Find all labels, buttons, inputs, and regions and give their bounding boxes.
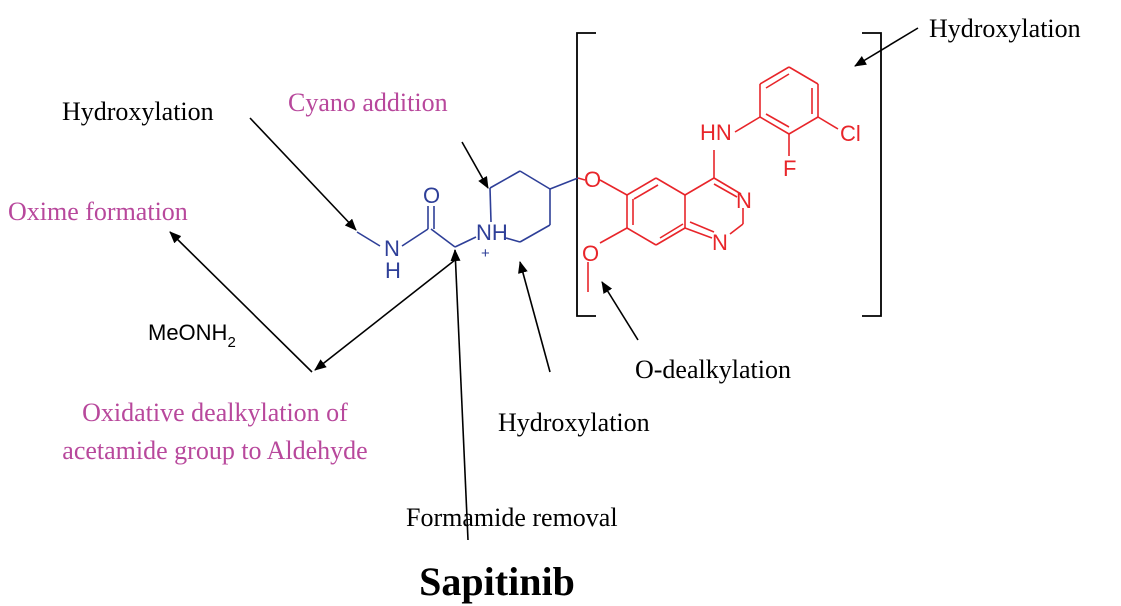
- arrow-hydroxylation-bottom: [518, 261, 551, 373]
- label-hydroxylation-top-right: Hydroxylation: [929, 14, 1081, 43]
- label-hydroxylation-left: Hydroxylation: [62, 97, 214, 126]
- atom-chlorine: Cl: [840, 121, 861, 146]
- label-o-dealkylation: O-dealkylation: [635, 355, 791, 384]
- acetamide-piperidine-fragment: [356, 170, 579, 248]
- arrow-hydroxylation-top-right: [854, 27, 919, 67]
- arrow-formamide-removal: [450, 249, 469, 541]
- atom-aniline-hn: HN: [700, 120, 732, 145]
- atom-piperidinium-nh: NH: [476, 220, 508, 245]
- label-oxime-formation: Oxime formation: [8, 197, 188, 226]
- arrow-hydroxylation-left: [249, 117, 357, 231]
- arrow-oxime-formation: [169, 231, 313, 373]
- arrow-oxidative-dealkylation: [314, 259, 456, 371]
- atom-quinazoline-n2: N: [712, 230, 728, 255]
- atom-labels: O N H NH + O O N N HN F Cl: [384, 120, 861, 283]
- atom-amide-n: N: [384, 236, 400, 261]
- quinazoline-aniline-fragment: [577, 66, 839, 292]
- label-oxidative-line2: acetamide group to Aldehyde: [62, 436, 367, 465]
- atom-plus-charge: +: [481, 245, 490, 262]
- atom-quinazoline-n1: N: [736, 188, 752, 213]
- atom-amide-oxygen: O: [423, 183, 440, 208]
- annotation-arrows: [169, 27, 919, 541]
- left-bracket: [576, 32, 596, 317]
- atom-ether-o-upper: O: [584, 167, 601, 192]
- label-formamide-removal: Formamide removal: [406, 503, 618, 532]
- label-cyano-addition: Cyano addition: [288, 88, 448, 117]
- arrow-cyano-addition: [461, 141, 489, 189]
- atom-fluorine: F: [783, 156, 796, 181]
- annotation-labels: Hydroxylation Hydroxylation Cyano additi…: [8, 14, 1081, 532]
- label-hydroxylation-bottom: Hydroxylation: [498, 408, 650, 437]
- square-brackets: [576, 32, 882, 317]
- diagram-title: Sapitinib: [419, 559, 575, 604]
- label-oxidative-line1: Oxidative dealkylation of: [82, 398, 348, 427]
- atom-ether-o-lower: O: [582, 241, 599, 266]
- arrow-o-dealkylation: [601, 281, 639, 341]
- right-bracket: [862, 32, 882, 317]
- label-reagent-meonh2: MeONH2: [148, 320, 236, 351]
- atom-amide-h: H: [385, 258, 401, 283]
